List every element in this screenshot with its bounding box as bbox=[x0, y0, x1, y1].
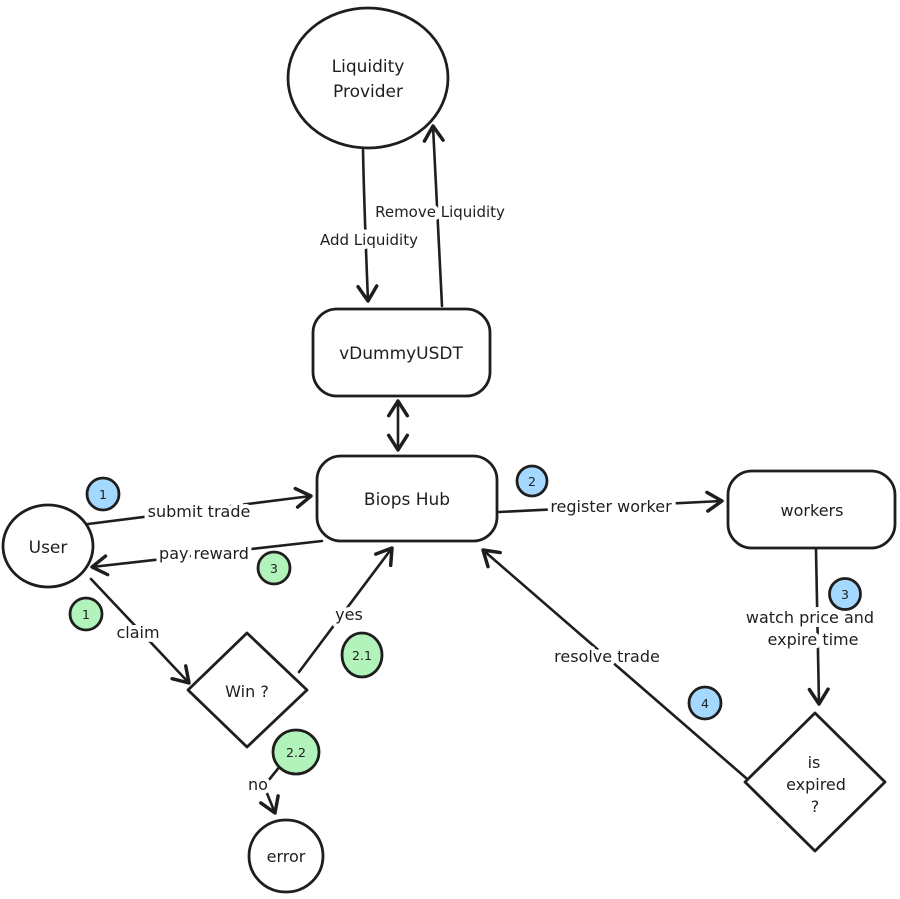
vdummyusdt-label: vDummyUSDT bbox=[339, 344, 463, 364]
badge-step-2-blue-circle bbox=[515, 464, 549, 498]
node-workers: workers bbox=[726, 469, 897, 550]
edge-label-claim: claim bbox=[116, 623, 159, 642]
badge-step-3-blue-label: 3 bbox=[841, 587, 849, 602]
badge-step-2-1-green-label: 2.1 bbox=[352, 648, 372, 663]
edge-label-no: no bbox=[248, 775, 268, 794]
liquidity-provider-label-line2: Provider bbox=[333, 82, 403, 102]
biops-hub-label: Biops Hub bbox=[364, 490, 450, 510]
badge-step-2-2-green-circle bbox=[271, 728, 321, 776]
badge-step-2-2-green-label: 2.2 bbox=[286, 745, 306, 760]
badge-step-1-blue-circle bbox=[85, 476, 121, 512]
badge-step-3-green: 3 bbox=[256, 550, 292, 586]
edge-resolve-trade bbox=[481, 548, 748, 780]
edge-label-watch-price-line2: expire time bbox=[768, 630, 859, 649]
badge-step-4-blue-label: 4 bbox=[701, 696, 709, 711]
node-win-decision: Win ? bbox=[186, 631, 309, 749]
edge-claim bbox=[89, 577, 191, 685]
workers-label: workers bbox=[781, 501, 844, 520]
liquidity-provider-circle bbox=[286, 6, 450, 150]
badge-step-3-green-circle bbox=[256, 550, 292, 586]
liquidity-provider-label-line1: Liquidity bbox=[332, 57, 405, 77]
edge-label-pay-reward: pay reward bbox=[159, 544, 249, 563]
badge-step-1-blue: 1 bbox=[85, 476, 121, 512]
user-circle bbox=[1, 503, 95, 589]
edge-label-add-liquidity: Add Liquidity bbox=[320, 231, 418, 249]
node-biops-hub: Biops Hub bbox=[315, 454, 499, 543]
is-expired-label-line3: ? bbox=[811, 797, 820, 816]
badge-step-1-green-circle bbox=[68, 596, 104, 632]
badge-step-2-1-green-circle bbox=[340, 631, 384, 679]
badge-step-4-blue: 4 bbox=[687, 685, 723, 721]
biops-hub-box bbox=[315, 454, 499, 543]
badge-step-2-2-green: 2.2 bbox=[271, 728, 321, 776]
edge-label-resolve-trade: resolve trade bbox=[554, 647, 660, 666]
edge-label-submit-trade: submit trade bbox=[148, 502, 251, 521]
node-user: User bbox=[1, 503, 95, 589]
edge-label-watch-price-line1: watch price and bbox=[746, 608, 874, 627]
is-expired-label-line1: is bbox=[808, 753, 821, 772]
edge-add-liquidity bbox=[356, 148, 379, 303]
error-label: error bbox=[267, 847, 306, 866]
node-vdummyusdt: vDummyUSDT bbox=[311, 307, 492, 398]
badge-step-3-green-label: 3 bbox=[270, 561, 278, 576]
badge-step-2-blue-label: 2 bbox=[528, 474, 536, 489]
edge-label-remove-liquidity: Remove Liquidity bbox=[375, 203, 505, 221]
win-decision-diamond bbox=[186, 631, 309, 749]
edge-register-worker bbox=[497, 490, 724, 514]
badge-step-3-blue: 3 bbox=[828, 577, 862, 611]
win-decision-label: Win ? bbox=[225, 682, 269, 701]
edge-label-register-worker: register worker bbox=[550, 497, 672, 516]
is-expired-label-line2: expired bbox=[786, 775, 846, 794]
edge-remove-liquidity bbox=[422, 124, 445, 308]
edge-submit-trade bbox=[86, 486, 313, 526]
error-circle bbox=[247, 818, 325, 894]
edge-label-yes: yes bbox=[335, 605, 363, 624]
badge-step-1-green-label: 1 bbox=[82, 607, 90, 622]
is-expired-diamond bbox=[743, 711, 887, 853]
badge-step-4-blue-circle bbox=[687, 685, 723, 721]
badge-step-1-green: 1 bbox=[68, 596, 104, 632]
edge-pay-reward bbox=[90, 539, 324, 577]
edge-watch-price bbox=[807, 548, 830, 706]
badge-step-1-blue-label: 1 bbox=[99, 487, 107, 502]
badge-step-2-blue: 2 bbox=[515, 464, 549, 498]
node-error: error bbox=[247, 818, 325, 894]
badge-step-2-1-green: 2.1 bbox=[340, 631, 384, 679]
node-is-expired: is expired ? bbox=[743, 711, 887, 853]
edge-yes bbox=[297, 546, 394, 674]
node-liquidity-provider: Liquidity Provider bbox=[286, 6, 450, 150]
badge-step-3-blue-circle bbox=[828, 577, 862, 611]
workers-box bbox=[726, 469, 897, 550]
user-label: User bbox=[29, 538, 68, 558]
vdummyusdt-box bbox=[311, 307, 492, 398]
